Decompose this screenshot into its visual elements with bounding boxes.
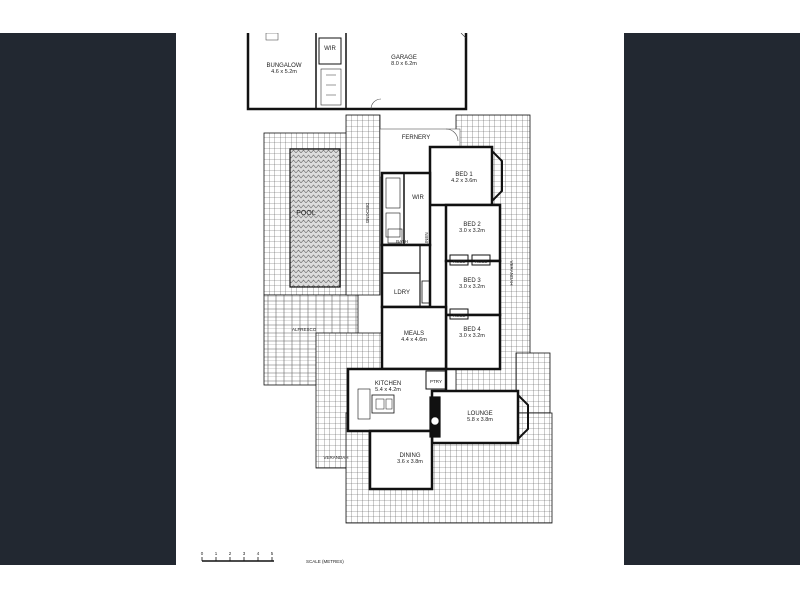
room-size-dining: 3.6 x 3.8m [397, 459, 423, 465]
room-name-wir: WIR [412, 195, 424, 201]
room-name-kitchen: KITCHEN [375, 381, 401, 387]
room-name-dining: DINING [400, 453, 421, 459]
scale-label: SCALE (METRES) [306, 559, 344, 564]
room-size-kitchen: 5.4 x 4.2m [375, 387, 401, 393]
room-size-bed4: 3.0 x 3.2m [459, 333, 485, 339]
room-name-bed3: BED 3 [463, 278, 481, 284]
label-pool: POOL [296, 210, 316, 217]
room-size-bungalow: 4.6 x 5.2m [271, 69, 297, 75]
room-name-bungalow: BUNGALOW [266, 63, 301, 69]
room-name-fernery: FERNERY [402, 135, 431, 141]
scale-tick: 4 [257, 551, 260, 556]
room-name-linen: LINEN [424, 232, 429, 245]
floor-plan: BUNGALOW 4.6 x 5.2m WIR GARAGE 8.0 x 6.2… [176, 33, 624, 565]
room-name-robe-b: ROBE [475, 259, 488, 264]
right-dark-margin [624, 33, 800, 565]
scale-tick: 3 [243, 551, 246, 556]
room-name-meals: MEALS [404, 331, 424, 337]
room-name-garage: GARAGE [391, 55, 417, 61]
room-name-robe-c: ROBE [453, 313, 466, 318]
room-name-bed2: BED 2 [463, 222, 481, 228]
label-verandah-side: VERANDAH [509, 260, 514, 285]
room-name-ldry: LDRY [394, 290, 410, 296]
room-name-robe-a: ROBE [453, 259, 466, 264]
pool [289, 148, 341, 288]
room-size-bed3: 3.0 x 3.2m [459, 284, 485, 290]
room-name-wir-bungalow: WIR [324, 46, 336, 52]
room-name-bath: BATH [396, 239, 408, 244]
room-size-meals: 4.4 x 4.6m [401, 337, 427, 343]
room-name-ptry: PTRY [430, 379, 442, 384]
interior-details [348, 150, 529, 489]
room-size-bed1: 4.2 x 3.6m [451, 178, 477, 184]
scale-tick: 2 [229, 551, 232, 556]
room-size-lounge: 5.8 x 3.8m [467, 417, 493, 423]
room-size-bed2: 3.0 x 3.2m [459, 228, 485, 234]
scale-bar: 0 1 2 3 4 5 SCALE (METRES) [201, 551, 345, 564]
side-decking [345, 114, 381, 296]
left-dark-margin [0, 33, 176, 565]
label-decking: DECKING [365, 203, 370, 224]
scale-tick: 1 [215, 551, 218, 556]
bungalow-garage-block [246, 33, 468, 111]
label-alfresco: ALFRESCO [292, 327, 317, 332]
scale-tick: 0 [201, 551, 204, 556]
room-name-bed4: BED 4 [463, 327, 481, 333]
room-name-bed1: BED 1 [455, 172, 473, 178]
floor-plan-drawing: BUNGALOW 4.6 x 5.2m WIR GARAGE 8.0 x 6.2… [201, 33, 553, 564]
label-verandah: VERANDAH [323, 455, 348, 460]
room-name-lounge: LOUNGE [467, 411, 492, 417]
room-size-garage: 8.0 x 6.2m [391, 61, 417, 67]
scale-tick: 5 [271, 551, 274, 556]
